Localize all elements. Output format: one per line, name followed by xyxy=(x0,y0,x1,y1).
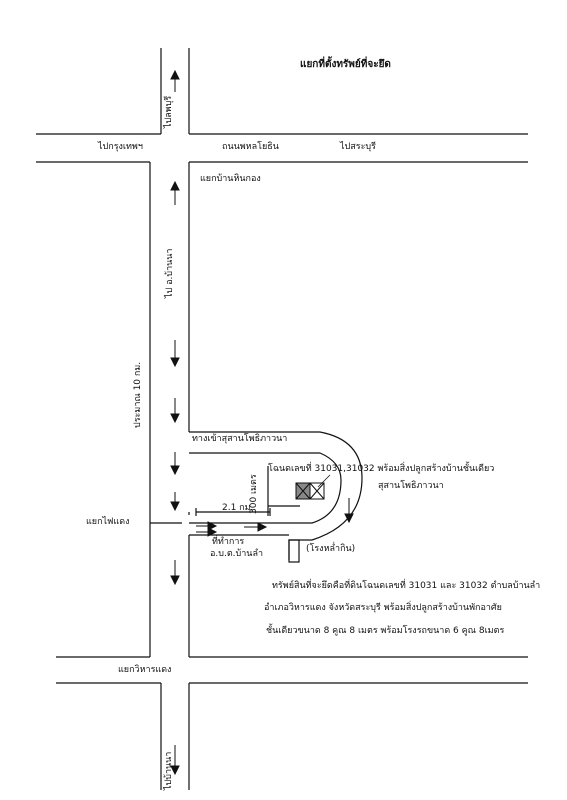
label-to-saraburi: ไปสระบุรี xyxy=(340,142,376,152)
label-cemetery: สุสานโพธิภาวนา xyxy=(378,481,444,491)
property-marker xyxy=(295,482,325,500)
description-line1: ทรัพย์สินที่จะยึดคือที่ดินโฉนดเลขที่ 310… xyxy=(272,581,541,591)
label-distance-300m: 300 เมตร xyxy=(249,474,259,514)
arrow-down-icon xyxy=(344,498,354,524)
label-entrance: ทางเข้าสุสานโพธิภาวนา xyxy=(192,434,288,444)
arrow-down-icon xyxy=(170,745,180,776)
label-junction-fai-daeng: แยกไฟแดง xyxy=(86,517,130,527)
label-to-lopburi: ไปลพบุรี xyxy=(164,95,174,128)
label-to-ban-na-district: ไป อ.บ้านนา xyxy=(165,248,175,299)
description-line3: ชั้นเดียวขนาด 8 คูณ 8 เมตร พร้อมโรงรถขนา… xyxy=(266,626,505,636)
arrow-down-icon xyxy=(170,398,180,424)
factory-box xyxy=(288,539,300,563)
label-main-road: ถนนพหลโยธิน xyxy=(222,142,279,152)
cemetery-road-inner xyxy=(189,452,342,524)
property-leader xyxy=(317,474,331,488)
map-title: แยกที่ตั้งทรัพย์ที่จะยึด xyxy=(300,59,391,70)
label-office-line1: ที่ทำการ xyxy=(212,537,245,547)
label-junction-hin-kong: แยกบ้านหินกอง xyxy=(200,174,261,184)
label-to-ban-na: ไปบ้านนา xyxy=(164,751,174,790)
label-factory: (โรงหล่ำกิน) xyxy=(306,544,356,554)
cemetery-road-outer xyxy=(189,431,363,560)
label-junction-wihan-daeng: แยกวิหารแดง xyxy=(118,665,172,675)
arrow-down-icon xyxy=(170,452,180,476)
description-line2: อำเภอวิหารแดง จังหวัดสระบุรี พร้อมสิ่งปล… xyxy=(264,603,502,613)
arrow-right-icon xyxy=(196,521,218,531)
arrow-up-icon xyxy=(170,180,180,205)
label-office-line2: อ.บ.ต.บ้านลำ xyxy=(210,549,264,559)
arrow-right-icon xyxy=(196,527,218,537)
arrow-down-icon xyxy=(170,492,180,512)
label-distance-10km: ประมาณ 10 กม. xyxy=(133,361,143,428)
label-to-bangkok: ไปกรุงเทพฯ xyxy=(98,142,143,152)
label-property-deed: โฉนดเลขที่ 31031,31032 พร้อมสิ่งปลูกสร้า… xyxy=(268,464,495,474)
arrow-down-icon xyxy=(170,560,180,586)
label-distance-2-1km: 2.1 กม. xyxy=(222,503,254,513)
arrow-right-icon xyxy=(244,522,268,532)
arrow-up-icon xyxy=(170,69,180,92)
arrow-down-icon xyxy=(170,340,180,368)
